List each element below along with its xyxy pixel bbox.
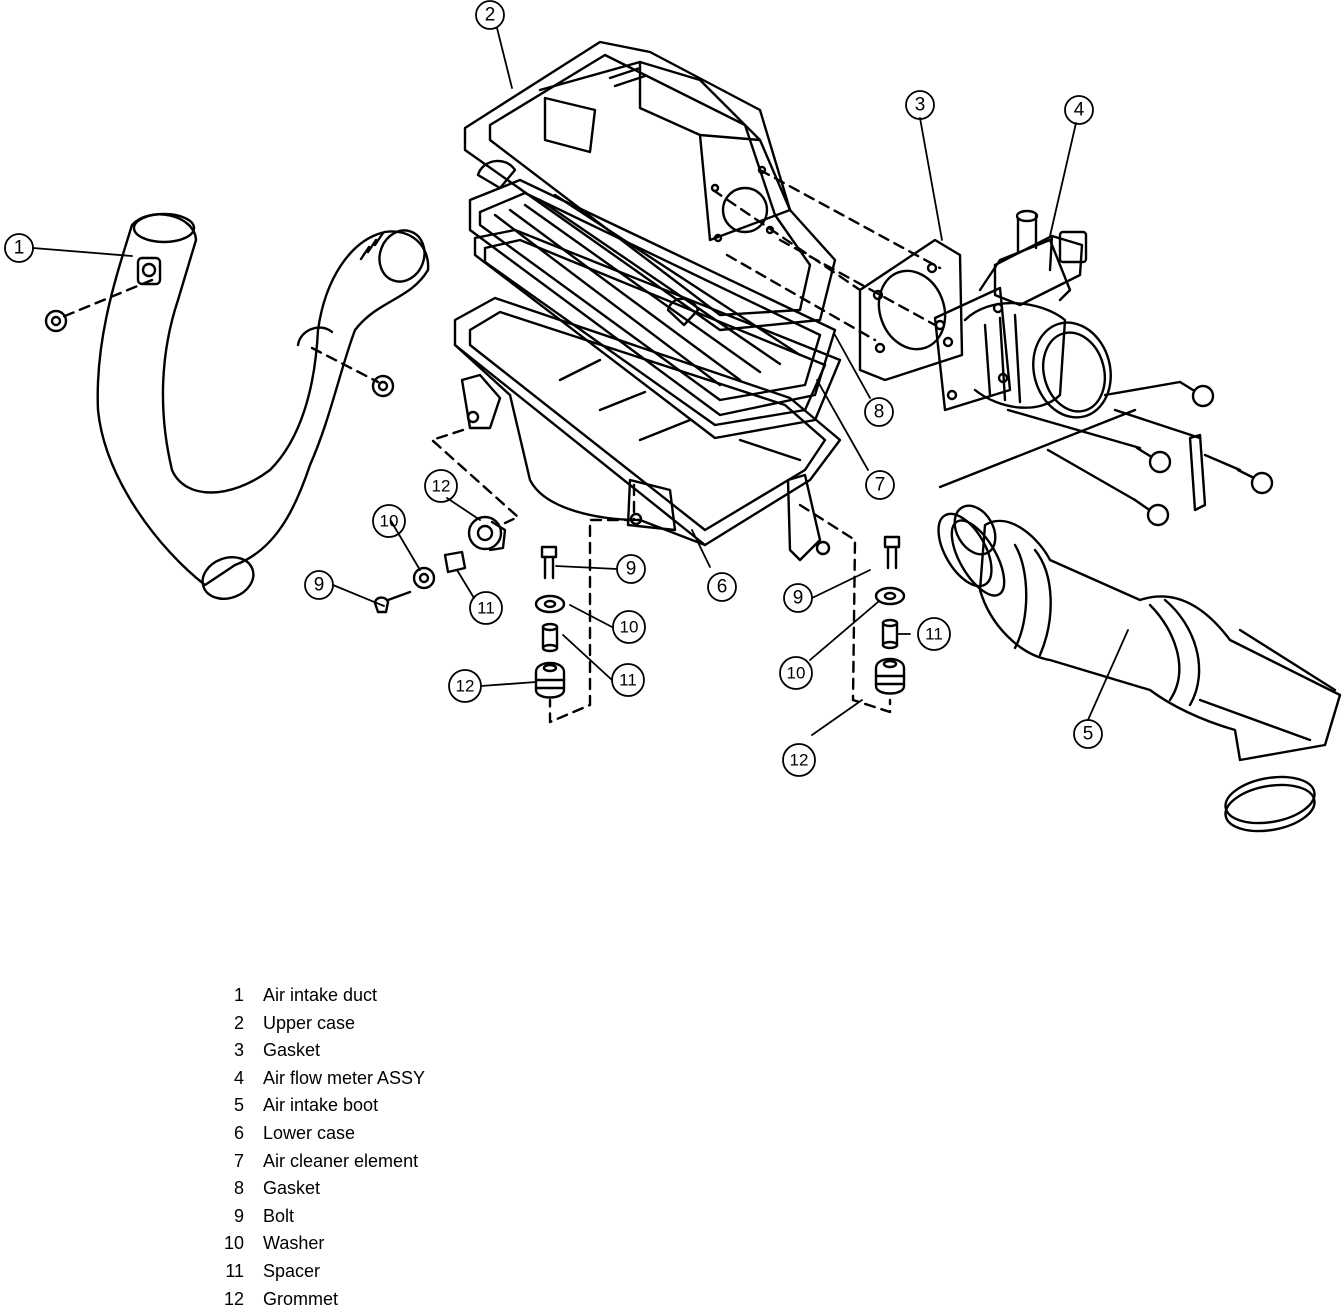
legend-part-name: Spacer: [263, 1260, 321, 1281]
assembly-lines: [430, 168, 942, 724]
legend-item: 3 Gasket: [216, 1037, 425, 1065]
svg-text:5: 5: [1083, 724, 1094, 745]
legend-part-name: Upper case: [263, 1012, 356, 1033]
svg-text:12: 12: [456, 677, 475, 696]
svg-text:9: 9: [626, 559, 637, 580]
air-intake-duct-drawing: [58, 212, 430, 600]
legend-number: 1: [233, 985, 244, 1005]
callout-9-center: 9: [616, 554, 646, 584]
svg-text:11: 11: [477, 599, 495, 618]
svg-text:9: 9: [314, 575, 325, 596]
legend-part-name: Gasket: [263, 1040, 321, 1061]
legend-item: 6 Lower case: [216, 1120, 425, 1148]
leader-lines: [32, 27, 1129, 736]
legend-item: 4 Air flow meter ASSY: [216, 1065, 425, 1093]
svg-text:10: 10: [620, 618, 639, 637]
svg-text:4: 4: [1074, 100, 1085, 121]
lower-case-drawing: [453, 296, 842, 562]
callout-10-left: 10: [372, 504, 406, 538]
air-intake-boot-drawing: [937, 512, 1342, 762]
svg-text:6: 6: [717, 577, 728, 598]
legend-part-name: Air intake boot: [263, 1095, 379, 1116]
callout-9-left: 9: [304, 570, 334, 600]
svg-text:12: 12: [432, 477, 451, 496]
svg-text:9: 9: [793, 588, 804, 609]
callout-5: 5: [1073, 719, 1103, 749]
callouts: 1 2 3 4 5 6 7 8 9 9 9 10 10 10 11 11 11 …: [4, 0, 1103, 777]
nut-drawing: [44, 309, 395, 398]
callout-11-right: 11: [917, 617, 951, 651]
legend-number: 2: [233, 1012, 244, 1033]
legend-item: 1 Air intake duct: [216, 982, 425, 1010]
legend-item: 10 Washer: [216, 1230, 425, 1258]
svg-text:12: 12: [790, 751, 809, 770]
svg-text:2: 2: [485, 5, 496, 26]
callout-1: 1: [4, 233, 34, 263]
legend-number: 5: [233, 1095, 244, 1116]
legend-number: 12: [223, 1288, 244, 1309]
callout-10-center: 10: [612, 610, 646, 644]
flange-gasket-drawing: [858, 238, 964, 382]
callout-2: 2: [475, 0, 505, 30]
callout-12-center: 12: [448, 669, 482, 703]
callout-12-left: 12: [424, 469, 458, 503]
legend-number: 6: [233, 1122, 244, 1143]
legend-number: 8: [233, 1178, 244, 1199]
legend-number: 9: [233, 1205, 244, 1226]
callout-10-right: 10: [779, 656, 813, 690]
legend-number: 7: [233, 1150, 244, 1171]
callout-7: 7: [865, 470, 895, 500]
legend-number: 3: [233, 1040, 244, 1061]
legend-item: 2 Upper case: [216, 1010, 425, 1038]
legend-number: 4: [233, 1067, 244, 1088]
legend-part-name: Air flow meter ASSY: [263, 1067, 426, 1088]
legend-number: 11: [225, 1260, 244, 1281]
svg-text:10: 10: [787, 664, 806, 683]
legend-part-name: Gasket: [263, 1178, 321, 1199]
legend-item: 11 Spacer: [216, 1258, 425, 1286]
legend-item: 8 Gasket: [216, 1175, 425, 1203]
legend-part-name: Washer: [263, 1233, 325, 1254]
legend-item: 9 Bolt: [216, 1203, 425, 1231]
hardware-stack-drawing: [373, 515, 906, 699]
callout-12-right: 12: [782, 743, 816, 777]
upper-case-drawing: [463, 40, 837, 332]
air-cleaner-element-drawing: [468, 178, 837, 417]
meter-bolts-drawing: [938, 380, 1274, 527]
callout-4: 4: [1064, 95, 1094, 125]
svg-text:3: 3: [915, 95, 926, 116]
svg-text:7: 7: [875, 475, 886, 496]
legend-item: 12 Grommet: [216, 1286, 425, 1313]
legend-part-name: Lower case: [263, 1122, 356, 1143]
legend-part-name: Air cleaner element: [263, 1150, 419, 1171]
svg-text:11: 11: [925, 625, 943, 644]
svg-text:10: 10: [380, 512, 399, 531]
legend-part-name: Grommet: [263, 1288, 339, 1309]
exploded-parts-diagram: 1 2 3 4 5 6 7 8 9 9 9 10 10 10 11 11 11 …: [4, 0, 1342, 833]
legend-item: 7 Air cleaner element: [216, 1148, 425, 1176]
callout-6: 6: [707, 572, 737, 602]
callout-9-right: 9: [783, 583, 813, 613]
svg-text:11: 11: [619, 671, 637, 690]
callout-8: 8: [864, 397, 894, 427]
legend-part-name: Bolt: [263, 1205, 295, 1226]
svg-text:1: 1: [14, 238, 25, 259]
legend-item: 5 Air intake boot: [216, 1092, 425, 1120]
legend-number: 10: [223, 1233, 244, 1254]
legend-part-name: Air intake duct: [263, 985, 378, 1005]
hose-clamp-drawing: [953, 504, 1316, 833]
svg-text:8: 8: [874, 402, 885, 423]
callout-11-center: 11: [611, 663, 645, 697]
air-flow-meter-drawing: [933, 209, 1112, 419]
callout-11-left: 11: [469, 591, 503, 625]
callout-3: 3: [905, 90, 935, 120]
